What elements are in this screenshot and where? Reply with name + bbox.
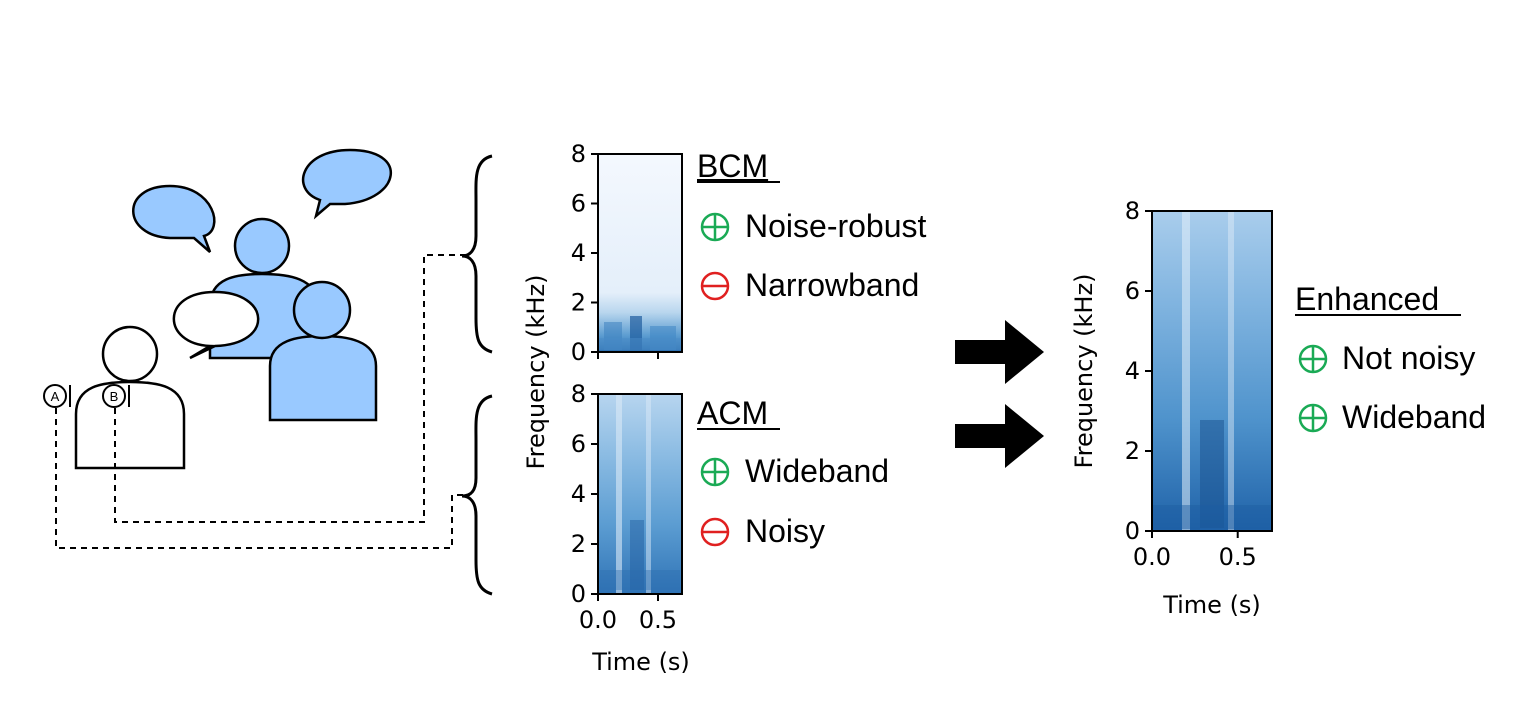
arrow-bcm-to-enhanced-icon bbox=[955, 320, 1044, 384]
person-right-body bbox=[268, 334, 378, 422]
enhanced-spectrogram: 0 2 4 6 8 0.0 0.5 Time (s) Frequency (kHz) bbox=[1070, 197, 1273, 619]
bcm-energy-streaks bbox=[598, 316, 682, 350]
plus-icon bbox=[700, 212, 730, 242]
acm-x-label: Time (s) bbox=[591, 648, 690, 676]
bcm-y-axis: 0 2 4 6 8 bbox=[571, 140, 598, 366]
y-tick-label: 4 bbox=[571, 239, 586, 267]
x-tick-label: 0.0 bbox=[579, 606, 617, 634]
minus-icon bbox=[700, 517, 730, 547]
plus-icon bbox=[700, 457, 730, 487]
y-tick-label: 4 bbox=[571, 480, 586, 508]
bcm-con-label: Narrowband bbox=[745, 267, 919, 303]
bcm-pro-label: Noise-robust bbox=[745, 208, 927, 244]
speech-bubble-white bbox=[172, 290, 260, 360]
person-right-head bbox=[292, 280, 352, 340]
dashed-line-mic-b-to-bcm bbox=[114, 254, 470, 523]
bcm-properties: BCM Noise-robust Narrowband bbox=[697, 148, 927, 303]
y-tick-label: 6 bbox=[571, 190, 586, 218]
y-tick-label: 2 bbox=[571, 530, 586, 558]
y-tick-label: 4 bbox=[1125, 357, 1140, 385]
y-tick-label: 0 bbox=[571, 580, 586, 608]
speech-bubble-top-right bbox=[302, 148, 393, 220]
minus-icon bbox=[700, 271, 730, 301]
bcm-title: BCM bbox=[697, 148, 768, 184]
plus-icon bbox=[1298, 403, 1328, 433]
enhanced-title: Enhanced bbox=[1295, 281, 1439, 317]
acm-y-axis: 0 2 4 6 8 bbox=[571, 380, 598, 608]
acm-pro-label: Wideband bbox=[745, 453, 889, 489]
shared-y-label: Frequency (kHz) bbox=[522, 275, 550, 470]
enhanced-texture bbox=[1152, 211, 1272, 531]
mic-b: B bbox=[102, 384, 130, 408]
y-tick-label: 8 bbox=[1125, 197, 1140, 225]
arrow-acm-to-enhanced-icon bbox=[955, 404, 1044, 468]
enhanced-x-axis: 0.0 0.5 bbox=[1133, 531, 1257, 571]
acm-con-label: Noisy bbox=[745, 513, 825, 549]
x-tick-label: 0.5 bbox=[639, 606, 677, 634]
y-tick-label: 2 bbox=[1125, 437, 1140, 465]
speech-bubble-left bbox=[132, 184, 216, 253]
x-tick-label: 0.5 bbox=[1219, 543, 1257, 571]
y-tick-label: 0 bbox=[571, 338, 586, 366]
y-tick-label: 6 bbox=[1125, 277, 1140, 305]
enhanced-x-label: Time (s) bbox=[1162, 591, 1261, 619]
plus-icon bbox=[1298, 344, 1328, 374]
acm-title: ACM bbox=[697, 395, 768, 431]
y-tick-label: 6 bbox=[571, 430, 586, 458]
x-tick-label: 0.0 bbox=[1133, 543, 1171, 571]
mic-a: A bbox=[43, 384, 71, 408]
y-tick-label: 8 bbox=[571, 140, 586, 168]
y-tick-label: 8 bbox=[571, 380, 586, 408]
acm-properties: ACM Wideband Noisy bbox=[697, 395, 889, 549]
enhanced-y-label: Frequency (kHz) bbox=[1070, 274, 1098, 469]
person-back-head bbox=[233, 217, 291, 275]
enhanced-y-axis: 0 2 4 6 8 bbox=[1125, 197, 1152, 545]
acm-x-axis: 0.0 0.5 bbox=[579, 594, 677, 634]
brace-top bbox=[461, 154, 493, 354]
acm-spectrogram: 0 2 4 6 8 0.0 0.5 Time (s) Frequency (kHz) bbox=[522, 275, 690, 676]
enhanced-pro-label-2: Wideband bbox=[1342, 399, 1486, 435]
bcm-spectrogram: 0 2 4 6 8 bbox=[571, 140, 683, 366]
enhanced-pro-label-1: Not noisy bbox=[1342, 340, 1475, 376]
scene-illustration: A B bbox=[43, 148, 493, 596]
mic-b-label: B bbox=[110, 389, 119, 404]
bcm-x-tick-marks bbox=[597, 352, 659, 359]
acm-texture bbox=[600, 394, 680, 594]
y-tick-label: 2 bbox=[571, 289, 586, 317]
y-tick-label: 0 bbox=[1125, 517, 1140, 545]
brace-bottom bbox=[461, 394, 493, 596]
mic-a-label: A bbox=[51, 389, 60, 404]
enhanced-properties: Enhanced Not noisy Wideband bbox=[1295, 281, 1486, 435]
person-wearer-head bbox=[101, 325, 159, 383]
dashed-line-mic-a-to-acm bbox=[55, 408, 470, 549]
